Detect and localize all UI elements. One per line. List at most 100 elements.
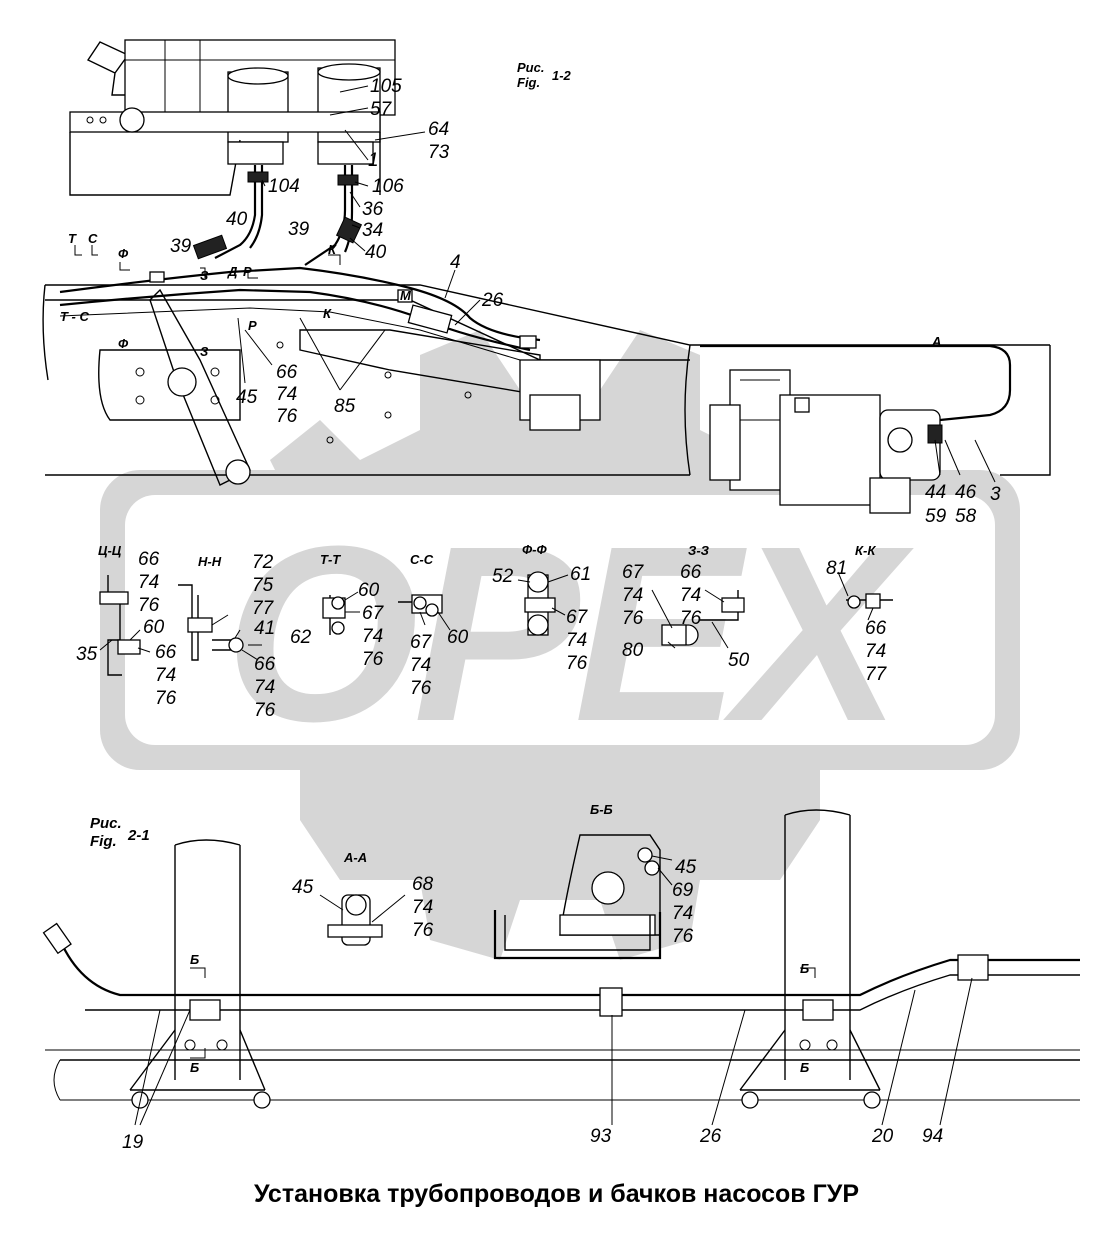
- label-106: 106: [372, 176, 404, 197]
- svg-text:1-2: 1-2: [552, 68, 572, 83]
- svg-text:74: 74: [254, 677, 275, 698]
- label-44: 44: [925, 482, 946, 503]
- pipe-3: [700, 344, 1012, 422]
- svg-text:75: 75: [252, 575, 274, 596]
- marker-k2: К: [323, 306, 332, 321]
- svg-text:66: 66: [254, 654, 276, 675]
- pipe-20: [58, 939, 1080, 997]
- section-ss: С-С 67 74 76 60: [398, 552, 469, 699]
- column-right: [784, 809, 851, 1080]
- label-36: 36: [362, 199, 384, 220]
- svg-text:61: 61: [570, 564, 591, 585]
- svg-text:76: 76: [672, 926, 694, 947]
- marker-k: К: [328, 242, 337, 257]
- marker-d: Д: [227, 264, 238, 279]
- figure-label-1: Рис. Fig. 1-2: [517, 60, 572, 90]
- label-40b: 40: [365, 242, 387, 263]
- label-39a: 39: [170, 236, 192, 257]
- svg-text:76: 76: [410, 678, 432, 699]
- svg-text:74: 74: [622, 585, 643, 606]
- lower-assembly: [42, 809, 1080, 1126]
- label-104: 104: [268, 176, 300, 197]
- filler-neck: [86, 41, 131, 96]
- svg-text:Ц-Ц: Ц-Ц: [98, 543, 122, 558]
- label-94: 94: [922, 1126, 943, 1147]
- column-left: [174, 839, 241, 1080]
- marker-b4: Б: [800, 1060, 809, 1075]
- marker-p2: Р: [248, 318, 257, 333]
- mount-plate: [98, 349, 241, 421]
- section-tt: Т-Т 60 67 74 76: [320, 552, 385, 670]
- section-zz: З-З 67 74 76 66 74 76 80 50: [622, 543, 750, 671]
- svg-text:76: 76: [680, 608, 702, 629]
- svg-text:67: 67: [362, 603, 385, 624]
- svg-text:72: 72: [252, 552, 274, 573]
- svg-text:62: 62: [290, 627, 312, 648]
- svg-text:74: 74: [410, 655, 431, 676]
- label-57: 57: [370, 99, 393, 120]
- svg-text:76: 76: [254, 700, 276, 721]
- section-nn: Н-Н 72 75 77 41 62 66 74 76: [178, 552, 312, 721]
- section-kk: К-К 81 66 74 77: [826, 543, 893, 685]
- label-66a: 66: [276, 362, 298, 383]
- marker-m: М: [400, 288, 412, 303]
- label-4: 4: [450, 252, 461, 273]
- svg-text:2-1: 2-1: [127, 827, 150, 844]
- svg-text:50: 50: [728, 650, 750, 671]
- watermark-inner: [125, 495, 995, 745]
- svg-text:66: 66: [138, 549, 160, 570]
- svg-text:74: 74: [566, 630, 587, 651]
- svg-text:Fig.: Fig.: [517, 75, 540, 90]
- svg-text:69: 69: [672, 880, 694, 901]
- svg-text:77: 77: [865, 664, 888, 685]
- label-85: 85: [334, 396, 356, 417]
- upper-assembly: [42, 39, 1051, 514]
- svg-text:76: 76: [622, 608, 644, 629]
- label-40a: 40: [226, 209, 248, 230]
- svg-text:Fig.: Fig.: [90, 833, 117, 850]
- svg-text:З-З: З-З: [688, 543, 710, 558]
- pump-unit: [709, 369, 943, 514]
- leader-lines-upper: [237, 85, 996, 483]
- tank-bracket: [69, 111, 381, 133]
- marker-f2: Ф: [118, 336, 129, 351]
- section-ff: Ф-Ф 52 61 67 74 76: [492, 542, 591, 674]
- label-34: 34: [362, 220, 383, 241]
- svg-text:Б-Б: Б-Б: [590, 802, 613, 817]
- svg-text:74: 74: [155, 665, 176, 686]
- label-93: 93: [590, 1126, 612, 1147]
- svg-text:66: 66: [680, 562, 702, 583]
- marker-b1: Б: [190, 952, 199, 967]
- marker-ts: Т - С: [60, 309, 89, 324]
- svg-text:60: 60: [143, 617, 165, 638]
- svg-text:74: 74: [362, 626, 383, 647]
- marker-a: А: [931, 334, 941, 349]
- svg-text:76: 76: [412, 920, 434, 941]
- svg-text:74: 74: [138, 572, 159, 593]
- svg-text:76: 76: [362, 649, 384, 670]
- svg-text:С-С: С-С: [410, 552, 434, 567]
- svg-text:76: 76: [138, 595, 160, 616]
- pipe-26: [59, 288, 531, 352]
- pipe-4: [59, 266, 541, 342]
- svg-text:74: 74: [865, 641, 886, 662]
- marker-p: Р: [243, 264, 252, 279]
- svg-text:60: 60: [358, 580, 380, 601]
- marker-c: С: [88, 231, 98, 246]
- svg-text:74: 74: [672, 903, 693, 924]
- svg-text:45: 45: [292, 877, 314, 898]
- label-39b: 39: [288, 219, 310, 240]
- label-1: 1: [368, 150, 379, 171]
- svg-text:52: 52: [492, 566, 514, 587]
- figure-label-2: Рис. Fig. 2-1: [90, 815, 150, 850]
- svg-text:66: 66: [865, 618, 887, 639]
- cab-frame: [69, 132, 381, 196]
- svg-text:74: 74: [680, 585, 701, 606]
- marker-f: Ф: [118, 246, 129, 261]
- lever-arm: [149, 288, 251, 486]
- label-76a: 76: [276, 406, 298, 427]
- section-cc: Ц-Ц 66 74 76 35 60 66 74 76: [76, 543, 177, 709]
- section-bb: Б-Б 45 69 74 76: [493, 802, 697, 960]
